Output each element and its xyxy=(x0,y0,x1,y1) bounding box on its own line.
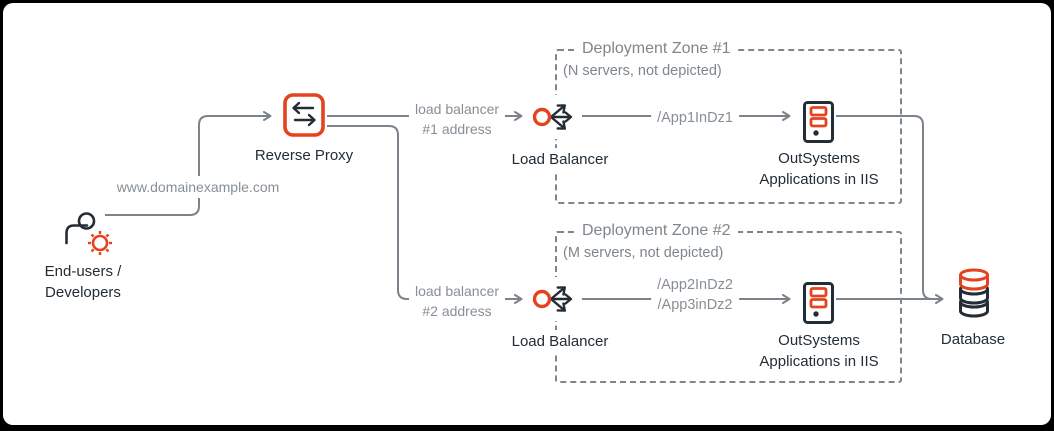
load-balancer-2-icon xyxy=(531,277,581,321)
iis-apps-1-label: OutSystems Applications in IIS xyxy=(753,147,885,191)
zone-2-subtitle: (M servers, not depicted) xyxy=(563,245,724,261)
lb1-address-label: load balancer #1 address xyxy=(408,98,506,140)
iis-server-2-icon xyxy=(803,282,834,324)
iis-apps-2-label: OutSystems Applications in IIS xyxy=(753,329,885,373)
wire-proxy-to-lb2 xyxy=(327,125,523,304)
zone-1-title: Deployment Zone #1 xyxy=(575,40,738,58)
diagram-canvas: Deployment Zone #1 (N servers, not depic… xyxy=(3,3,1051,425)
database-icon xyxy=(959,268,989,318)
database-label: Database xyxy=(940,331,1006,348)
load-balancer-1-icon xyxy=(531,95,581,139)
gear-icon xyxy=(88,231,112,255)
app1-route-label: /App1InDz1 xyxy=(651,107,739,129)
load-balancer-1-label: Load Balancer xyxy=(505,148,615,171)
lb2-address-label: load balancer #2 address xyxy=(408,280,506,322)
zone-1-subtitle: (N servers, not depicted) xyxy=(563,63,722,79)
end-users-label: End-users / Developers xyxy=(44,263,122,301)
load-balancer-2-label: Load Balancer xyxy=(505,330,615,353)
app2-app3-route-label: /App2InDz2 /App3inDz2 xyxy=(651,274,739,316)
zone-2-title: Deployment Zone #2 xyxy=(575,222,738,240)
user-gear-icon xyxy=(65,212,112,255)
reverse-proxy-icon xyxy=(283,93,325,137)
domain-label: www.domainexample.com xyxy=(110,176,286,198)
wire-user-to-proxy xyxy=(105,111,272,216)
wire-server1-to-database xyxy=(836,115,933,300)
iis-server-1-icon xyxy=(803,101,834,143)
reverse-proxy-label: Reverse Proxy xyxy=(254,147,354,164)
